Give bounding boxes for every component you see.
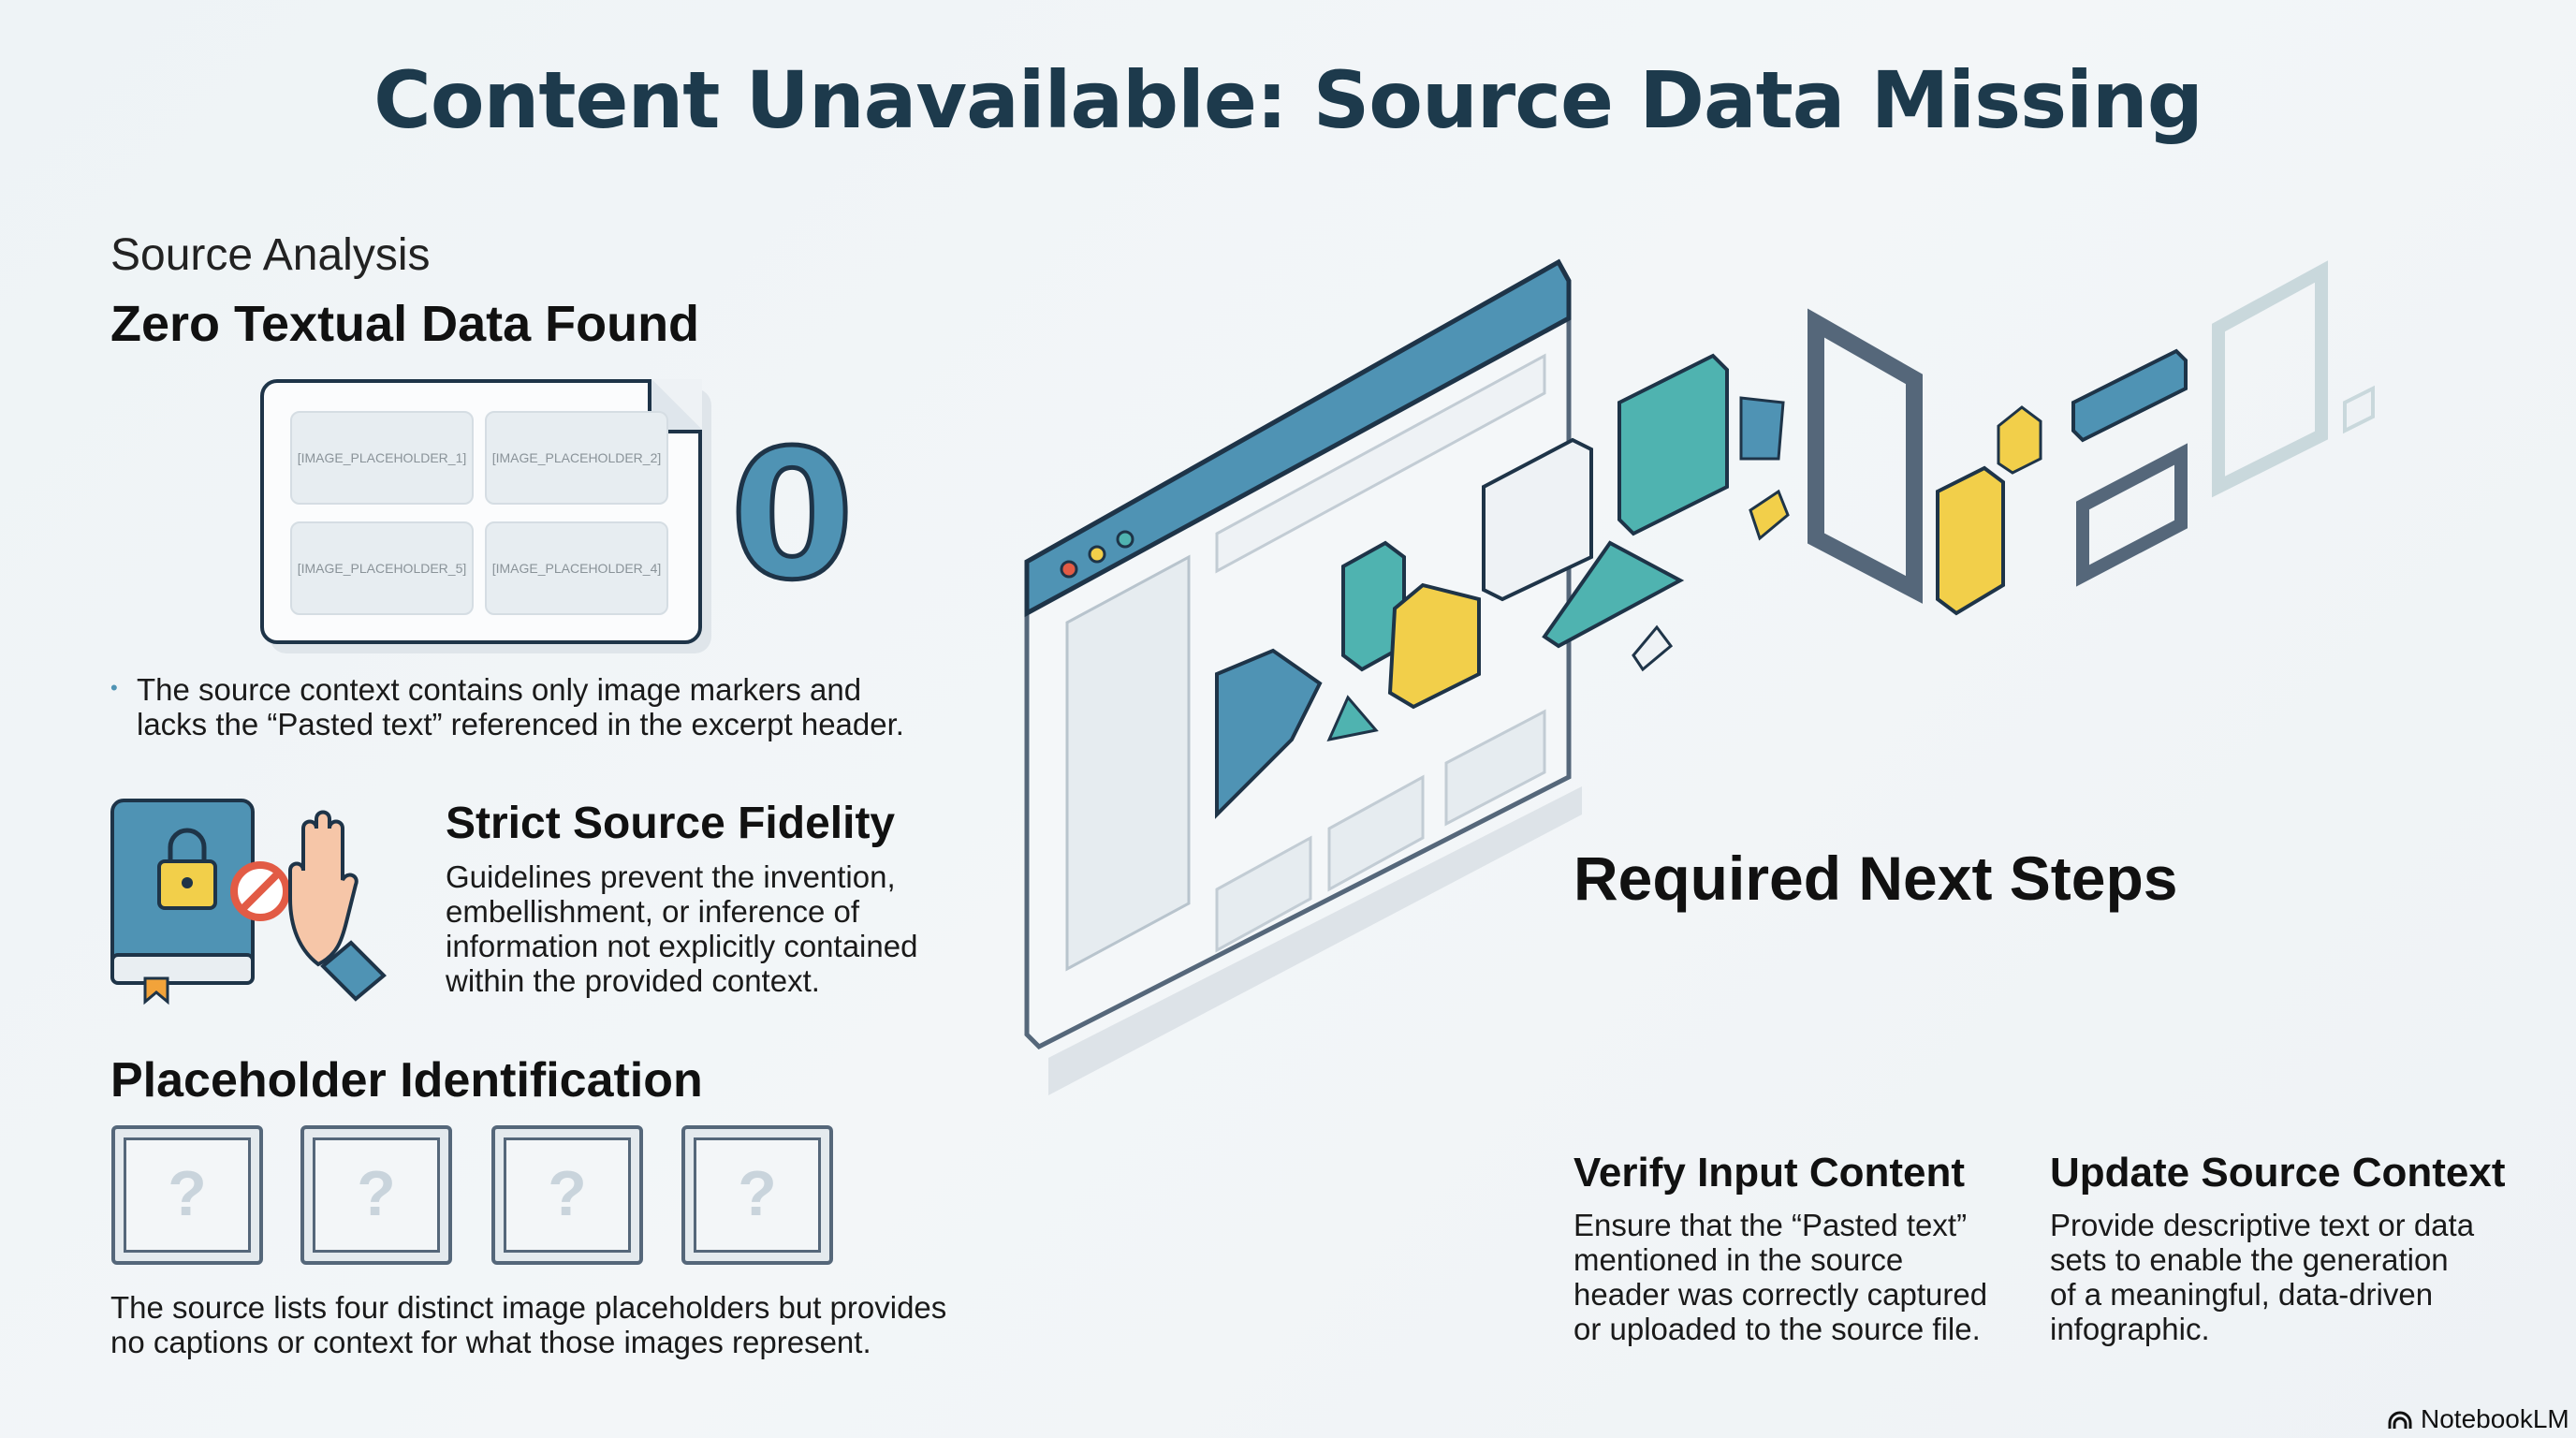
step-title: Update Source Context	[2050, 1150, 2506, 1196]
image-placeholder: [IMAGE_PLACEHOLDER_4]	[485, 521, 668, 615]
zero-count: 0	[727, 410, 856, 622]
image-placeholder: [IMAGE_PLACEHOLDER_5]	[290, 521, 474, 615]
document-illustration: [IMAGE_PLACEHOLDER_1] [IMAGE_PLACEHOLDER…	[260, 379, 702, 644]
page-title: Content Unavailable: Source Data Missing	[373, 54, 2203, 146]
fidelity-heading: Strict Source Fidelity	[446, 799, 896, 848]
next-steps-heading: Required Next Steps	[1573, 844, 2178, 913]
image-placeholder: [IMAGE_PLACEHOLDER_2]	[485, 411, 668, 505]
unknown-image-box: ?	[491, 1125, 643, 1265]
broken-browser-illustration	[1024, 258, 2375, 1095]
source-analysis-label: Source Analysis	[110, 230, 431, 280]
fidelity-text: Guidelines prevent the invention, embell…	[446, 859, 918, 998]
placeholder-id-heading: Placeholder Identification	[110, 1053, 703, 1108]
notebooklm-logo: NotebookLM	[2387, 1404, 2569, 1434]
unknown-image-box: ?	[111, 1125, 263, 1265]
step-text: Ensure that the “Pasted text” mentioned …	[1573, 1208, 1988, 1346]
notebooklm-icon	[2388, 1411, 2412, 1429]
source-bullet-text: The source context contains only image m…	[137, 672, 904, 741]
placeholder-id-text: The source lists four distinct image pla…	[110, 1290, 947, 1359]
unknown-image-box: ?	[300, 1125, 452, 1265]
image-placeholder: [IMAGE_PLACEHOLDER_1]	[290, 411, 474, 505]
step-text: Provide descriptive text or data sets to…	[2050, 1208, 2475, 1346]
bullet-icon: •	[110, 676, 118, 699]
unknown-image-box: ?	[681, 1125, 833, 1265]
brand-name: NotebookLM	[2421, 1404, 2569, 1433]
step-title: Verify Input Content	[1573, 1150, 1965, 1196]
zero-data-heading: Zero Textual Data Found	[110, 296, 700, 352]
locked-book-hand-icon	[110, 799, 387, 1005]
